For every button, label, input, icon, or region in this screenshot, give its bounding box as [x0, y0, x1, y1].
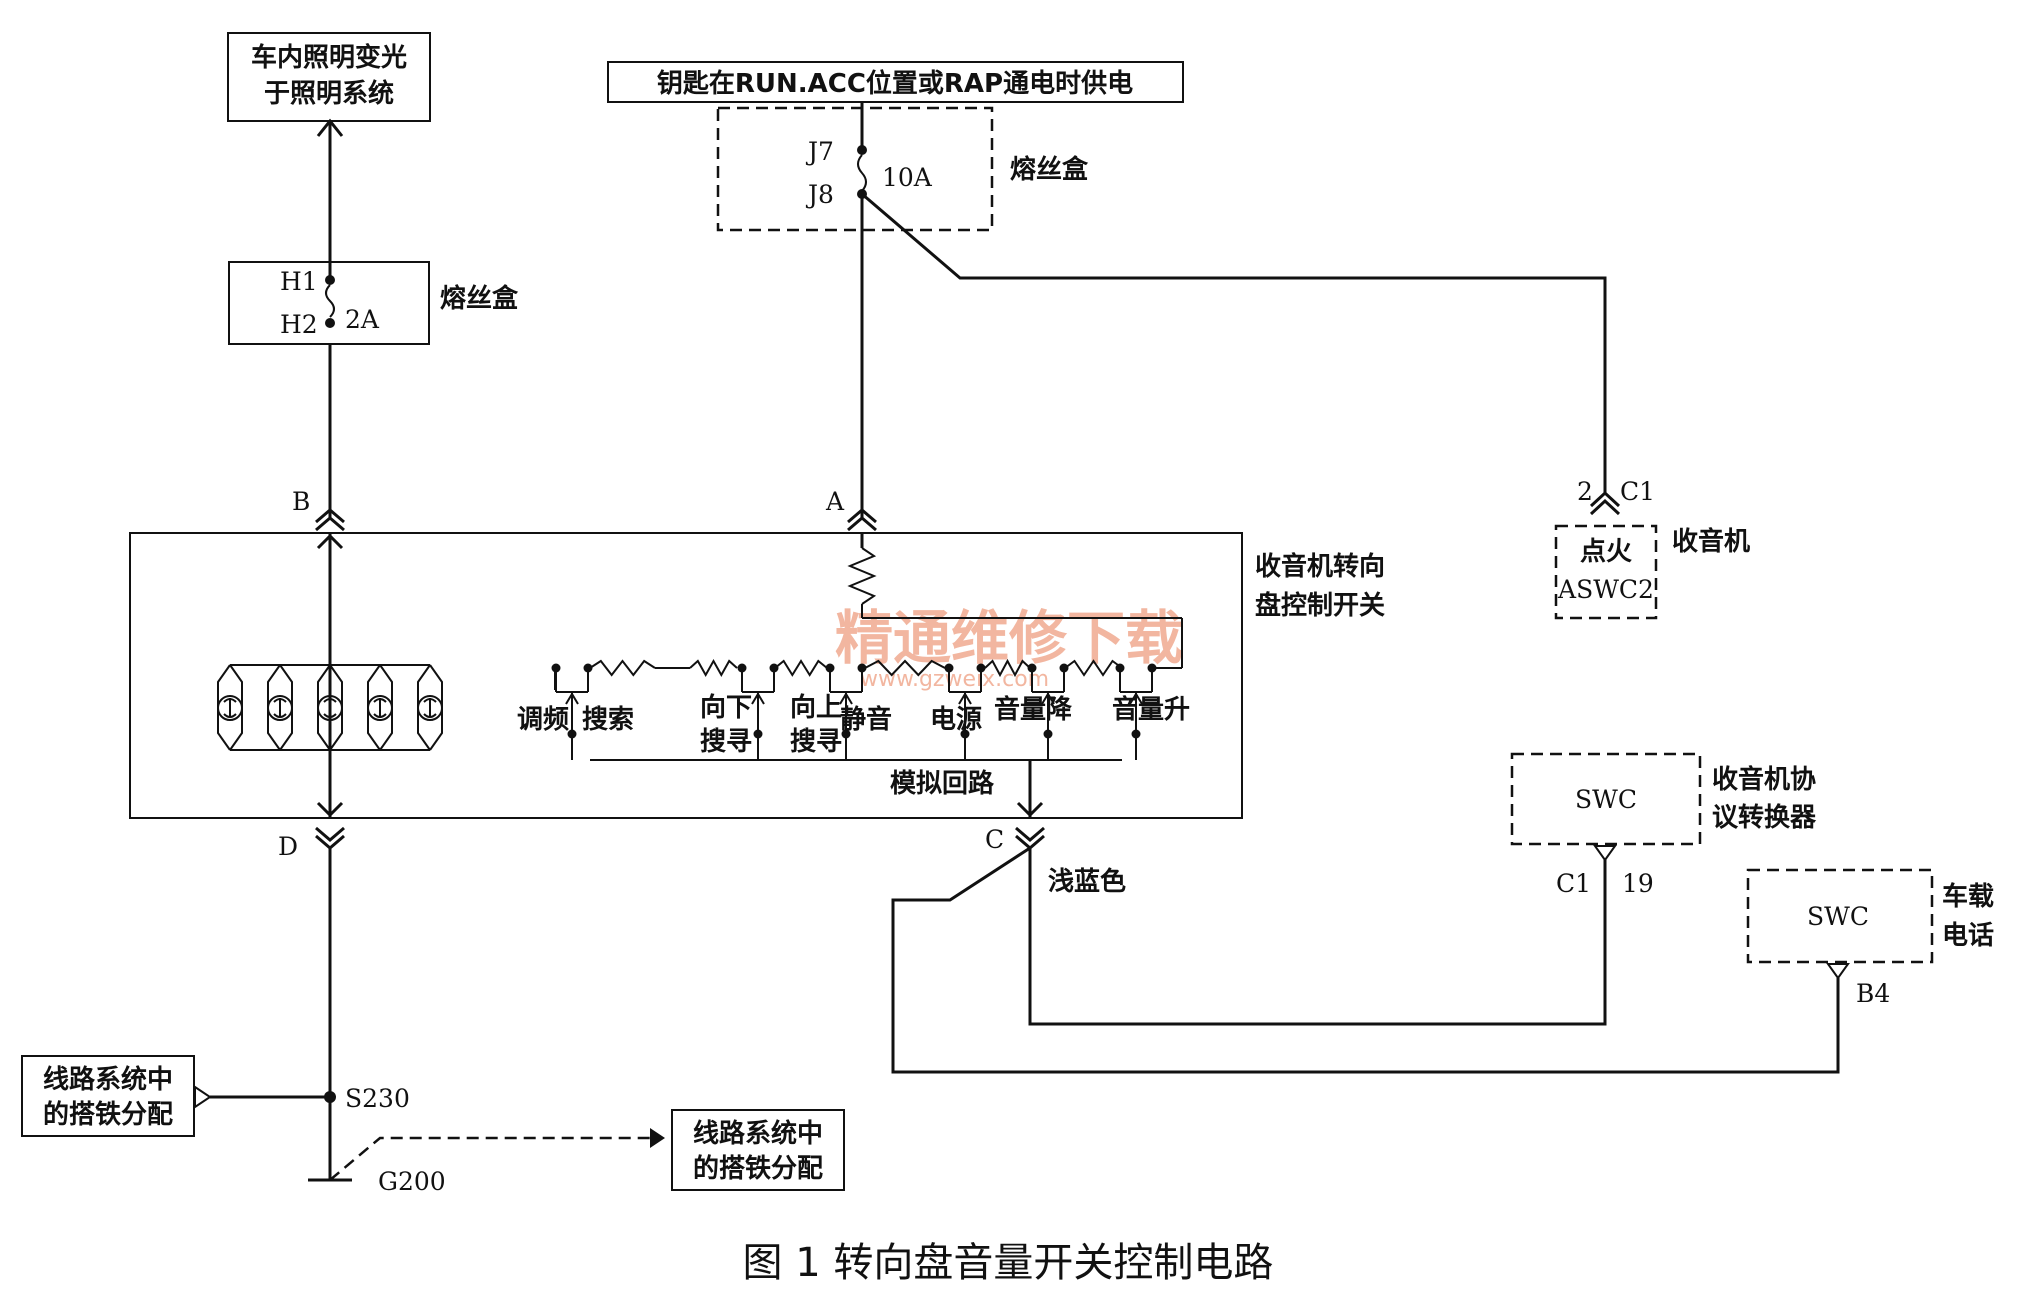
lamp-icon	[417, 664, 443, 751]
splice-label: S230	[345, 1084, 410, 1113]
ground-dist-left-line2: 的搭铁分配	[43, 1099, 173, 1130]
switch-module-label-line2: 盘控制开关	[1255, 590, 1385, 621]
ladder-resistor	[689, 658, 738, 678]
phone-label-line2: 电话	[1942, 921, 1994, 951]
figure-caption: 图 1 转向盘音量开关控制电路	[743, 1240, 1274, 1286]
connector-b-label: B	[292, 487, 310, 516]
fuse-left-bottom-pin: H2	[280, 310, 318, 339]
fuse-left-rating: 2A	[345, 305, 380, 334]
radio-connector: 2 C1	[1577, 477, 1655, 516]
fuse-box-right-label: 熔丝盒	[1010, 154, 1089, 185]
switch-module-label-line1: 收音机转向	[1255, 551, 1385, 582]
wire-c-phone	[891, 846, 1840, 1074]
lighting-dimmer-line2: 于照明系统	[264, 78, 394, 109]
button-label: 静音	[840, 704, 892, 735]
ground-dist-left-arrow	[194, 1085, 212, 1109]
ground-dist-right-line1: 线路系统中	[693, 1118, 823, 1149]
ladder-resistor	[984, 658, 1031, 678]
connector-b: B	[292, 487, 345, 532]
arrow-d-out	[316, 801, 344, 818]
button-label: 搜寻	[790, 727, 842, 757]
ground-g200: G200	[308, 1128, 665, 1196]
connector-a: A	[825, 487, 877, 532]
fuse-right-rating: 10A	[882, 163, 933, 192]
connector-c-label: C	[985, 825, 1004, 854]
fuse-box-right: J7 J8 10A	[716, 106, 994, 232]
protocol-converter-box: SWC C1 19	[1510, 752, 1702, 898]
radio-pin-line2: ASWC2	[1557, 575, 1654, 604]
ladder-resistor	[864, 659, 946, 677]
connector-a-label: A	[825, 487, 845, 516]
power-supply-box: 钥匙在RUN.ACC位置或RAP通电时供电	[607, 61, 1184, 103]
wire-lighting-feed	[316, 118, 344, 278]
phone-pin: B4	[1856, 979, 1890, 1008]
ground-dist-left-line1: 线路系统中	[43, 1064, 173, 1095]
wire-color-label: 浅蓝色	[1048, 866, 1126, 897]
button-label: 电源	[930, 705, 982, 735]
button-label: 向下	[700, 692, 752, 723]
fuse-box-left-label: 熔丝盒	[440, 283, 519, 314]
lamp-icon	[317, 664, 343, 751]
ladder-resistor	[589, 659, 656, 677]
fuse-right-top-pin: J7	[805, 137, 834, 166]
ground-dist-right-box: 线路系统中 的搭铁分配	[671, 1109, 845, 1191]
phone-box-text: SWC	[1807, 902, 1869, 931]
button-label: 向上	[790, 692, 842, 723]
button-label: 音量降	[994, 694, 1073, 725]
button-label: 搜寻	[700, 727, 752, 757]
converter-label-line2: 议转换器	[1712, 803, 1817, 833]
ground-dist-right-line2: 的搭铁分配	[693, 1153, 823, 1184]
button-label: 调频	[517, 705, 569, 735]
connector-c: C	[985, 825, 1045, 854]
wire-radio-ignition	[861, 192, 1607, 493]
converter-pin: 19	[1622, 869, 1654, 898]
power-supply-text: 钥匙在RUN.ACC位置或RAP通电时供电	[657, 68, 1133, 99]
lighting-dimmer-box: 车内照明变光 于照明系统	[227, 32, 431, 122]
connector-d-label: D	[278, 832, 298, 861]
wire-c-converter	[1028, 848, 1607, 1026]
connector-d: D	[278, 826, 345, 861]
pullup-resistor	[847, 533, 1183, 668]
lamp-icon	[367, 664, 393, 751]
radio-pin-line1: 点火	[1580, 536, 1632, 567]
converter-label-line1: 收音机协	[1712, 764, 1816, 795]
radio-pin-number: 2	[1577, 477, 1593, 506]
arrow-c-out	[1016, 801, 1044, 818]
arrow-b-in	[316, 533, 344, 550]
fuse-right-bottom-pin: J8	[805, 180, 834, 209]
ladder-resistor	[774, 659, 828, 677]
illumination-lamps	[217, 664, 443, 751]
ground-dist-left-box: 线路系统中 的搭铁分配	[21, 1055, 195, 1137]
converter-connector-id: C1	[1556, 869, 1591, 898]
ground-label: G200	[378, 1167, 446, 1196]
phone-box: SWC B4	[1746, 868, 1934, 1008]
resistor-ladder	[551, 658, 1182, 760]
button-label: 搜索	[582, 705, 634, 735]
switch-module-box	[129, 532, 1243, 819]
phone-label-line1: 车载	[1942, 881, 1994, 912]
lighting-dimmer-line1: 车内照明变光	[251, 42, 407, 73]
watermark-text: 精通维修下载	[835, 604, 1183, 672]
converter-box-text: SWC	[1575, 785, 1637, 814]
radio-box: 点火 ASWC2	[1554, 524, 1658, 620]
button-label: 音量升	[1112, 694, 1190, 725]
radio-connector-id: C1	[1620, 477, 1655, 506]
fuse-box-left: H1 H2 2A	[228, 261, 430, 345]
fuse-left-top-pin: H1	[280, 267, 318, 296]
lamp-icon	[217, 664, 243, 751]
lamp-icon	[267, 664, 293, 751]
button-labels: 调频搜索向下搜寻向上搜寻静音电源音量降音量升	[517, 692, 1190, 757]
radio-label: 收音机	[1672, 526, 1750, 557]
ladder-resistor	[1064, 659, 1123, 677]
analog-loop-label: 模拟回路	[890, 768, 995, 799]
